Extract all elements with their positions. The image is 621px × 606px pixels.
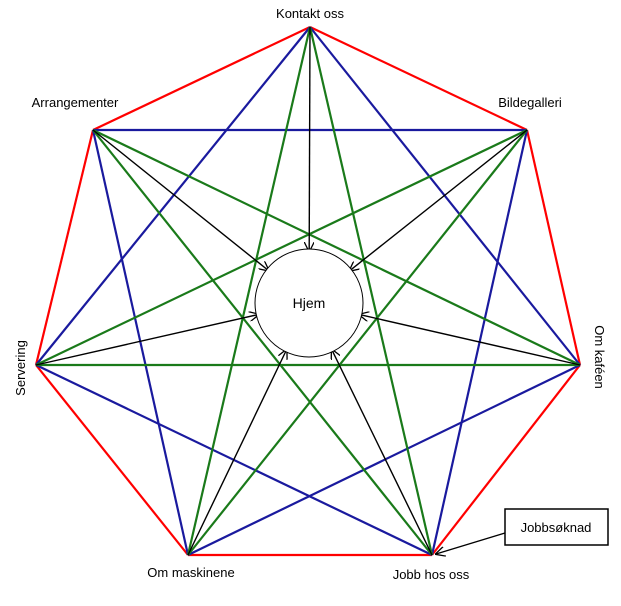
edge-arrangementer-omkafeen [92,129,581,366]
node-label-arrangementer[interactable]: Arrangementer [32,95,119,110]
arrow-servering-to-hub [35,315,258,366]
jobbsoknad-node[interactable]: Jobbsøknad [504,508,609,546]
arrow-jobb-to-hub [332,350,433,556]
edge-maskinene-servering [35,364,189,556]
hub-node[interactable]: Hjem [254,248,364,358]
hub-label: Hjem [293,295,326,311]
edge-kontakt-omkafeen [309,26,581,366]
edge-servering-kontakt [35,26,311,366]
edge-omkafeen-maskinene [187,364,581,556]
edge-maskinene-kontakt [186,26,312,556]
node-label-kontakt[interactable]: Kontakt oss [276,6,344,21]
edge-servering-bildegalleri [35,129,528,366]
edge-kontakt-bildegalleri [309,26,528,131]
arrow-omkafeen-to-hub [360,315,581,366]
hub-arrows [35,26,581,556]
edge-servering-arrangementer [34,129,95,366]
edge-kontakt-jobb [308,26,434,556]
arrow-kontakt-to-hub [309,26,310,251]
edge-jobb-arrangementer [92,129,433,556]
node-label-bildegalleri[interactable]: Bildegalleri [498,95,562,110]
node-label-maskinene[interactable]: Om maskinene [147,565,234,580]
edge-arrangementer-kontakt [92,26,311,131]
node-label-omkafeen[interactable]: Om kaféen [592,325,607,389]
skip-three-edges [35,26,581,556]
node-label-servering[interactable]: Servering [13,340,28,396]
arrow-maskinene-to-hub [187,350,286,556]
jobbsoknad-label: Jobbsøknad [521,520,592,535]
node-label-jobb[interactable]: Jobb hos oss [393,567,470,582]
edge-omkafeen-jobb [431,364,581,556]
arrow-arrangementer-to-hub [92,129,268,270]
edge-bildegalleri-maskinene [187,129,528,556]
edge-bildegalleri-omkafeen [525,129,582,366]
perimeter-edges [34,26,582,557]
edge-maskinene-arrangementer [91,129,190,556]
arrow-jobbsoknad-to-jobb [436,532,506,554]
arrow-bildegalleri-to-hub [350,129,528,271]
